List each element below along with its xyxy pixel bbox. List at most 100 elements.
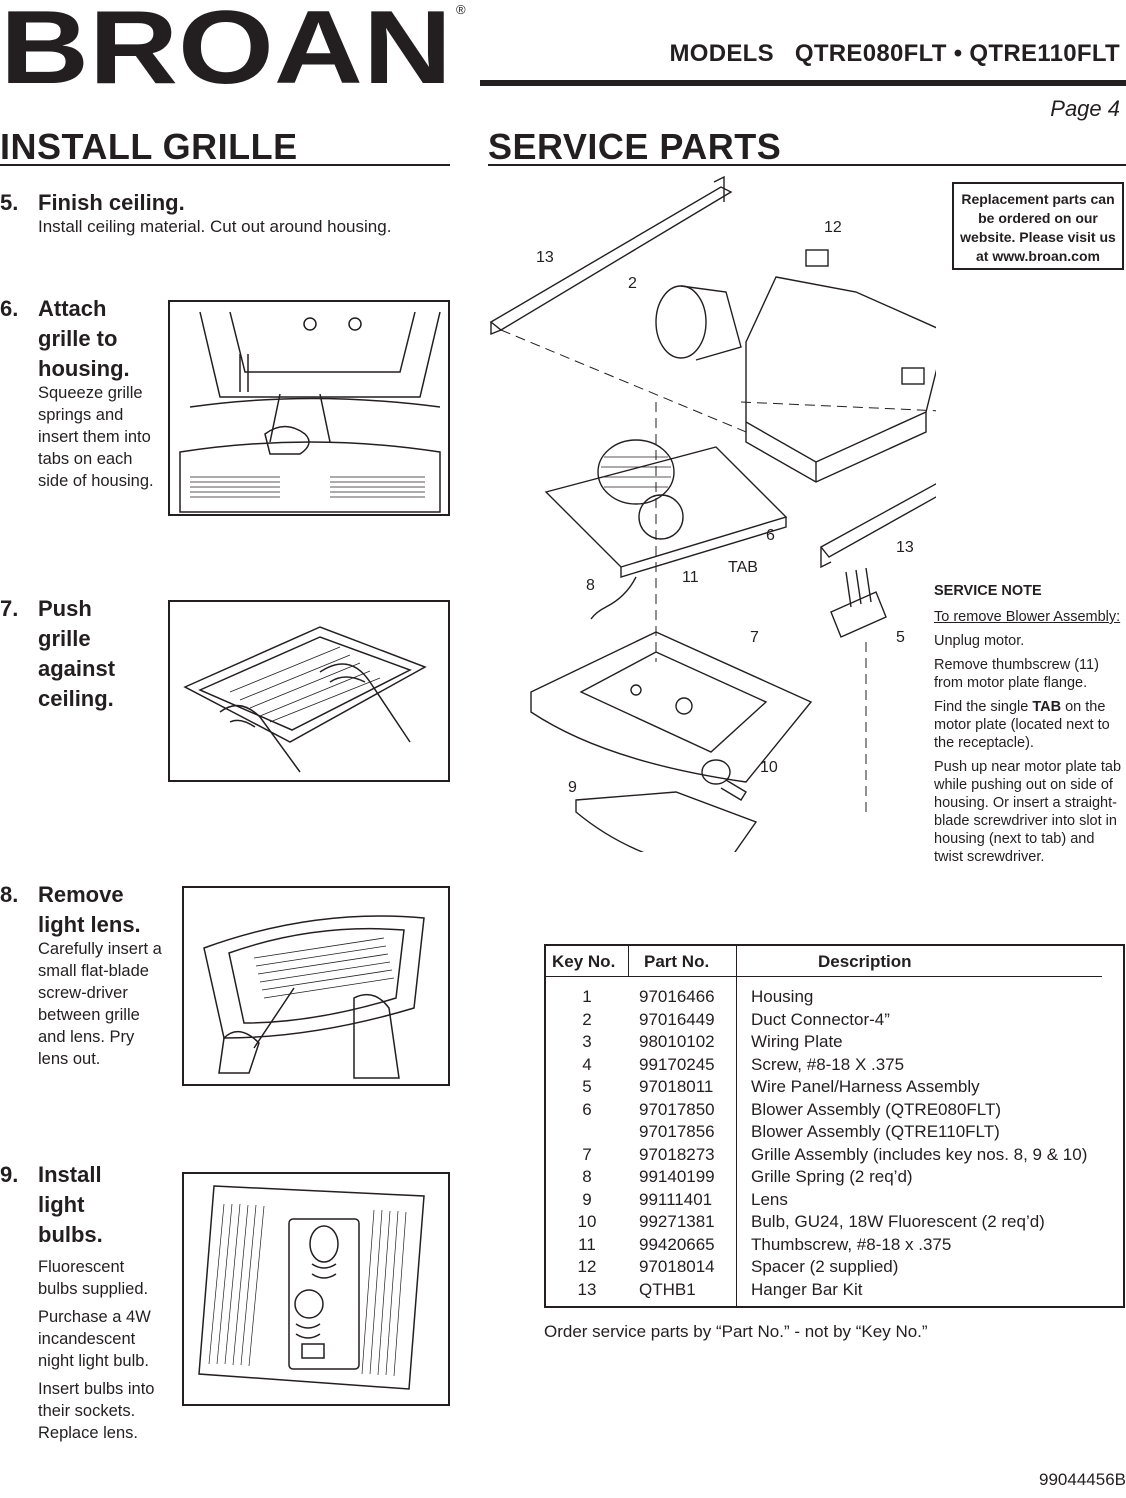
key-cell: 8	[582, 1167, 592, 1186]
callout-12a: 12	[824, 219, 842, 236]
part-number-cell: 99111401	[639, 1189, 713, 1209]
callout-8: 8	[586, 577, 595, 594]
housing	[745, 276, 947, 483]
service-note-step: Push up near motor plate tab while pushi…	[934, 759, 1122, 865]
description-cell: Wiring Plate	[751, 1032, 843, 1051]
callout-11: 11	[682, 569, 699, 586]
table-row: 7 97018273 Grille Assembly (includes key n…	[546, 1144, 1123, 1167]
exploded-parts-diagram: 1 2 3 4 5 6 7 8 9 10 11 12 12 13 13 TAB	[486, 172, 1086, 873]
step-body: Squeeze grille springs and insert them i…	[38, 384, 154, 490]
push-grille-illustration	[168, 600, 450, 782]
part-number-cell: 99170245	[639, 1054, 715, 1074]
description-cell: Bulb, GU24, 18W Fluorescent (2 req’d)	[751, 1212, 1045, 1231]
column-divider	[736, 946, 737, 1308]
header-rule	[546, 976, 1102, 977]
install-title-rule	[0, 164, 450, 166]
col-header-description: Description	[818, 952, 912, 971]
replacement-parts-callout: Replacement parts can be ordered on our …	[952, 182, 1124, 270]
part-number-cell: 98010102	[639, 1032, 715, 1051]
step-title: Install light bulbs.	[38, 1162, 103, 1247]
brand-wordmark: BROAN	[0, 0, 452, 90]
attach-grille-illustration	[168, 300, 450, 516]
part-number-cell: 99420665	[639, 1234, 715, 1254]
description-cell: Wire Panel/Harness Assembly	[751, 1077, 980, 1096]
part-number-cell: 97017856	[639, 1122, 715, 1141]
step-title: Remove light lens.	[38, 882, 141, 937]
callout-13a: 13	[536, 249, 554, 266]
callout-9: 9	[568, 779, 577, 796]
page-number: Page 4	[1050, 96, 1120, 121]
step-title: Attach grille to housing.	[38, 296, 130, 381]
callout-10: 10	[760, 759, 778, 776]
description-cell: Lens	[751, 1189, 788, 1209]
service-note-title: SERVICE NOTE	[934, 583, 1042, 599]
callout-7: 7	[750, 629, 759, 646]
callout-6: 6	[766, 527, 775, 544]
key-cell: 2	[582, 1009, 592, 1029]
step-number: 9.	[0, 1162, 19, 1187]
step-number: 5.	[0, 190, 19, 215]
service-note-step: Remove thumbscrew (11) from motor plate …	[934, 657, 1099, 691]
step-body-para: Fluorescent bulbs supplied.	[38, 1258, 149, 1298]
callout-13b: 13	[896, 539, 914, 556]
step-number: 8.	[0, 882, 19, 907]
description-cell: Grille Spring (2 req’d)	[751, 1167, 913, 1186]
key-cell: 4	[582, 1054, 592, 1074]
part-number-cell: 97018011	[639, 1077, 714, 1096]
description-cell: Spacer (2 supplied)	[751, 1257, 899, 1276]
step-7: 7. Push grille against ceiling.	[0, 594, 160, 734]
description-cell: Hanger Bar Kit	[751, 1279, 863, 1299]
step-body-para: Insert bulbs into their sockets. Replace…	[38, 1380, 155, 1442]
part-number-cell: 97016466	[639, 987, 715, 1006]
column-divider	[628, 946, 629, 976]
service-note-subtitle: To remove Blower Assembly:	[934, 609, 1121, 625]
key-cell: 3	[582, 1032, 592, 1051]
part-number-cell: 97017850	[639, 1099, 715, 1119]
service-note-step: Find the single TAB on the motor plate (…	[934, 699, 1110, 751]
key-cell: 10	[577, 1212, 597, 1231]
table-row: 3 98010102 Wiring Plate	[546, 1031, 1123, 1054]
step-number: 6.	[0, 296, 19, 321]
description-cell: Housing	[751, 987, 814, 1006]
grille	[530, 631, 813, 783]
header-rule	[480, 80, 1126, 86]
broan-logo: BROAN ®	[0, 0, 470, 106]
step-6: 6. Attach grille to housing. Squeeze gri…	[0, 294, 450, 534]
key-cell: 7	[582, 1144, 592, 1164]
description-cell: Screw, #8-18 X .375	[751, 1054, 905, 1074]
service-title-rule	[488, 164, 1126, 166]
service-parts-title: SERVICE PARTS	[488, 126, 782, 167]
callout-tab: TAB	[728, 559, 758, 576]
hanger-bar-bottom	[819, 406, 1086, 558]
install-grille-title: INSTALL GRILLE	[0, 126, 298, 167]
step-body: Install ceiling material. Cut out around…	[38, 217, 392, 236]
part-number-cell: 99271381	[639, 1212, 715, 1231]
remove-lens-illustration	[182, 886, 450, 1086]
step-number: 7.	[0, 596, 19, 621]
step-body: Carefully insert a small flat-blade scre…	[38, 940, 162, 1068]
part-number-cell: 97018273	[639, 1144, 715, 1164]
description-cell: Thumbscrew, #8-18 x .375	[751, 1234, 952, 1254]
table-row: 4 99170245 Screw, #8-18 X .375	[546, 1054, 1123, 1077]
key-cell: 1	[582, 987, 592, 1006]
service-note-step: Unplug motor.	[934, 633, 1025, 649]
table-row: 11 99420665 Thumbscrew, #8-18 x .375	[546, 1234, 1123, 1257]
key-cell: 11	[578, 1234, 596, 1254]
step-body-para: Purchase a 4W incandescent night light b…	[38, 1308, 151, 1370]
registered-mark: ®	[456, 2, 466, 17]
install-bulbs-illustration	[182, 1172, 450, 1406]
wire-panel	[830, 567, 887, 638]
part-number-cell: QTHB1	[639, 1279, 696, 1299]
key-cell: 6	[582, 1099, 592, 1119]
description-cell: Blower Assembly (QTRE080FLT)	[751, 1099, 1002, 1119]
description-cell: Grille Assembly (includes key nos. 8, 9 …	[751, 1144, 1088, 1164]
table-row: 10 99271381 Bulb, GU24, 18W Fluorescent (2…	[546, 1211, 1123, 1234]
grille-spring	[590, 576, 637, 620]
